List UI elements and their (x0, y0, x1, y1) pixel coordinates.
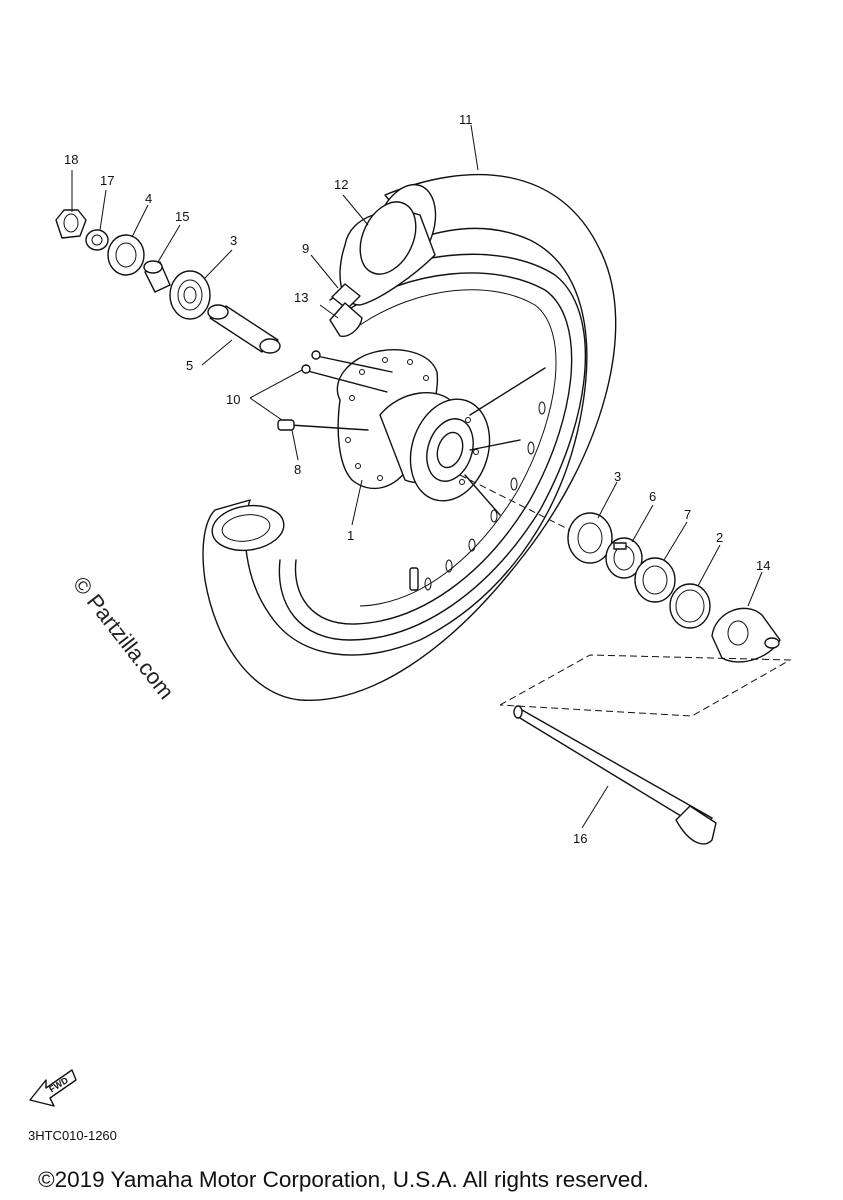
callout-1: 1 (347, 528, 354, 543)
callout-5: 5 (186, 358, 193, 373)
callout-labels: 1 2 3 3 4 5 6 7 8 9 10 11 12 13 14 15 16… (64, 112, 770, 846)
spacer (207, 304, 281, 354)
collar-left (143, 260, 171, 293)
spoke-nipple (277, 419, 295, 431)
bearing-left (169, 270, 211, 320)
valve (331, 283, 361, 310)
callout-13: 13 (294, 290, 308, 305)
spokes (289, 350, 546, 516)
watermark: © Partzilla.com (68, 572, 179, 704)
valve-cap (329, 302, 363, 337)
callout-12: 12 (334, 177, 348, 192)
hub-flange-holes (345, 357, 479, 485)
clutch-retainer (605, 537, 643, 579)
callout-8: 8 (294, 462, 301, 477)
callout-3-left: 3 (230, 233, 237, 248)
diagram-code: 3HTC010-1260 (28, 1128, 117, 1143)
callout-11: 11 (459, 112, 473, 127)
meter-gear-unit (711, 607, 781, 663)
assembly-lines (459, 474, 792, 717)
callout-15: 15 (175, 209, 189, 224)
callout-6: 6 (649, 489, 656, 504)
axle-nut (55, 209, 87, 239)
callout-4: 4 (145, 191, 152, 206)
callout-17: 17 (100, 173, 114, 188)
hub (336, 349, 491, 502)
rim-spoke-holes (424, 401, 546, 591)
callout-14: 14 (756, 558, 770, 573)
copyright: ©2019 Yamaha Motor Corporation, U.S.A. A… (38, 1167, 649, 1192)
oil-seal-left (107, 234, 145, 276)
fwd-arrow-icon: FWD (29, 1069, 77, 1107)
callout-2: 2 (716, 530, 723, 545)
washer (85, 229, 109, 251)
front-wheel-axle (513, 705, 717, 845)
bearing-right (567, 512, 613, 564)
callout-9: 9 (302, 241, 309, 256)
rim (278, 253, 587, 641)
callout-3-right: 3 (614, 469, 621, 484)
callout-18: 18 (64, 152, 78, 167)
oil-seal-right (634, 557, 676, 603)
circlip (669, 583, 711, 629)
callout-7: 7 (684, 507, 691, 522)
callout-16: 16 (573, 831, 587, 846)
rim-valve-hole (409, 567, 419, 591)
callout-10: 10 (226, 392, 240, 407)
leader-lines (71, 124, 763, 829)
